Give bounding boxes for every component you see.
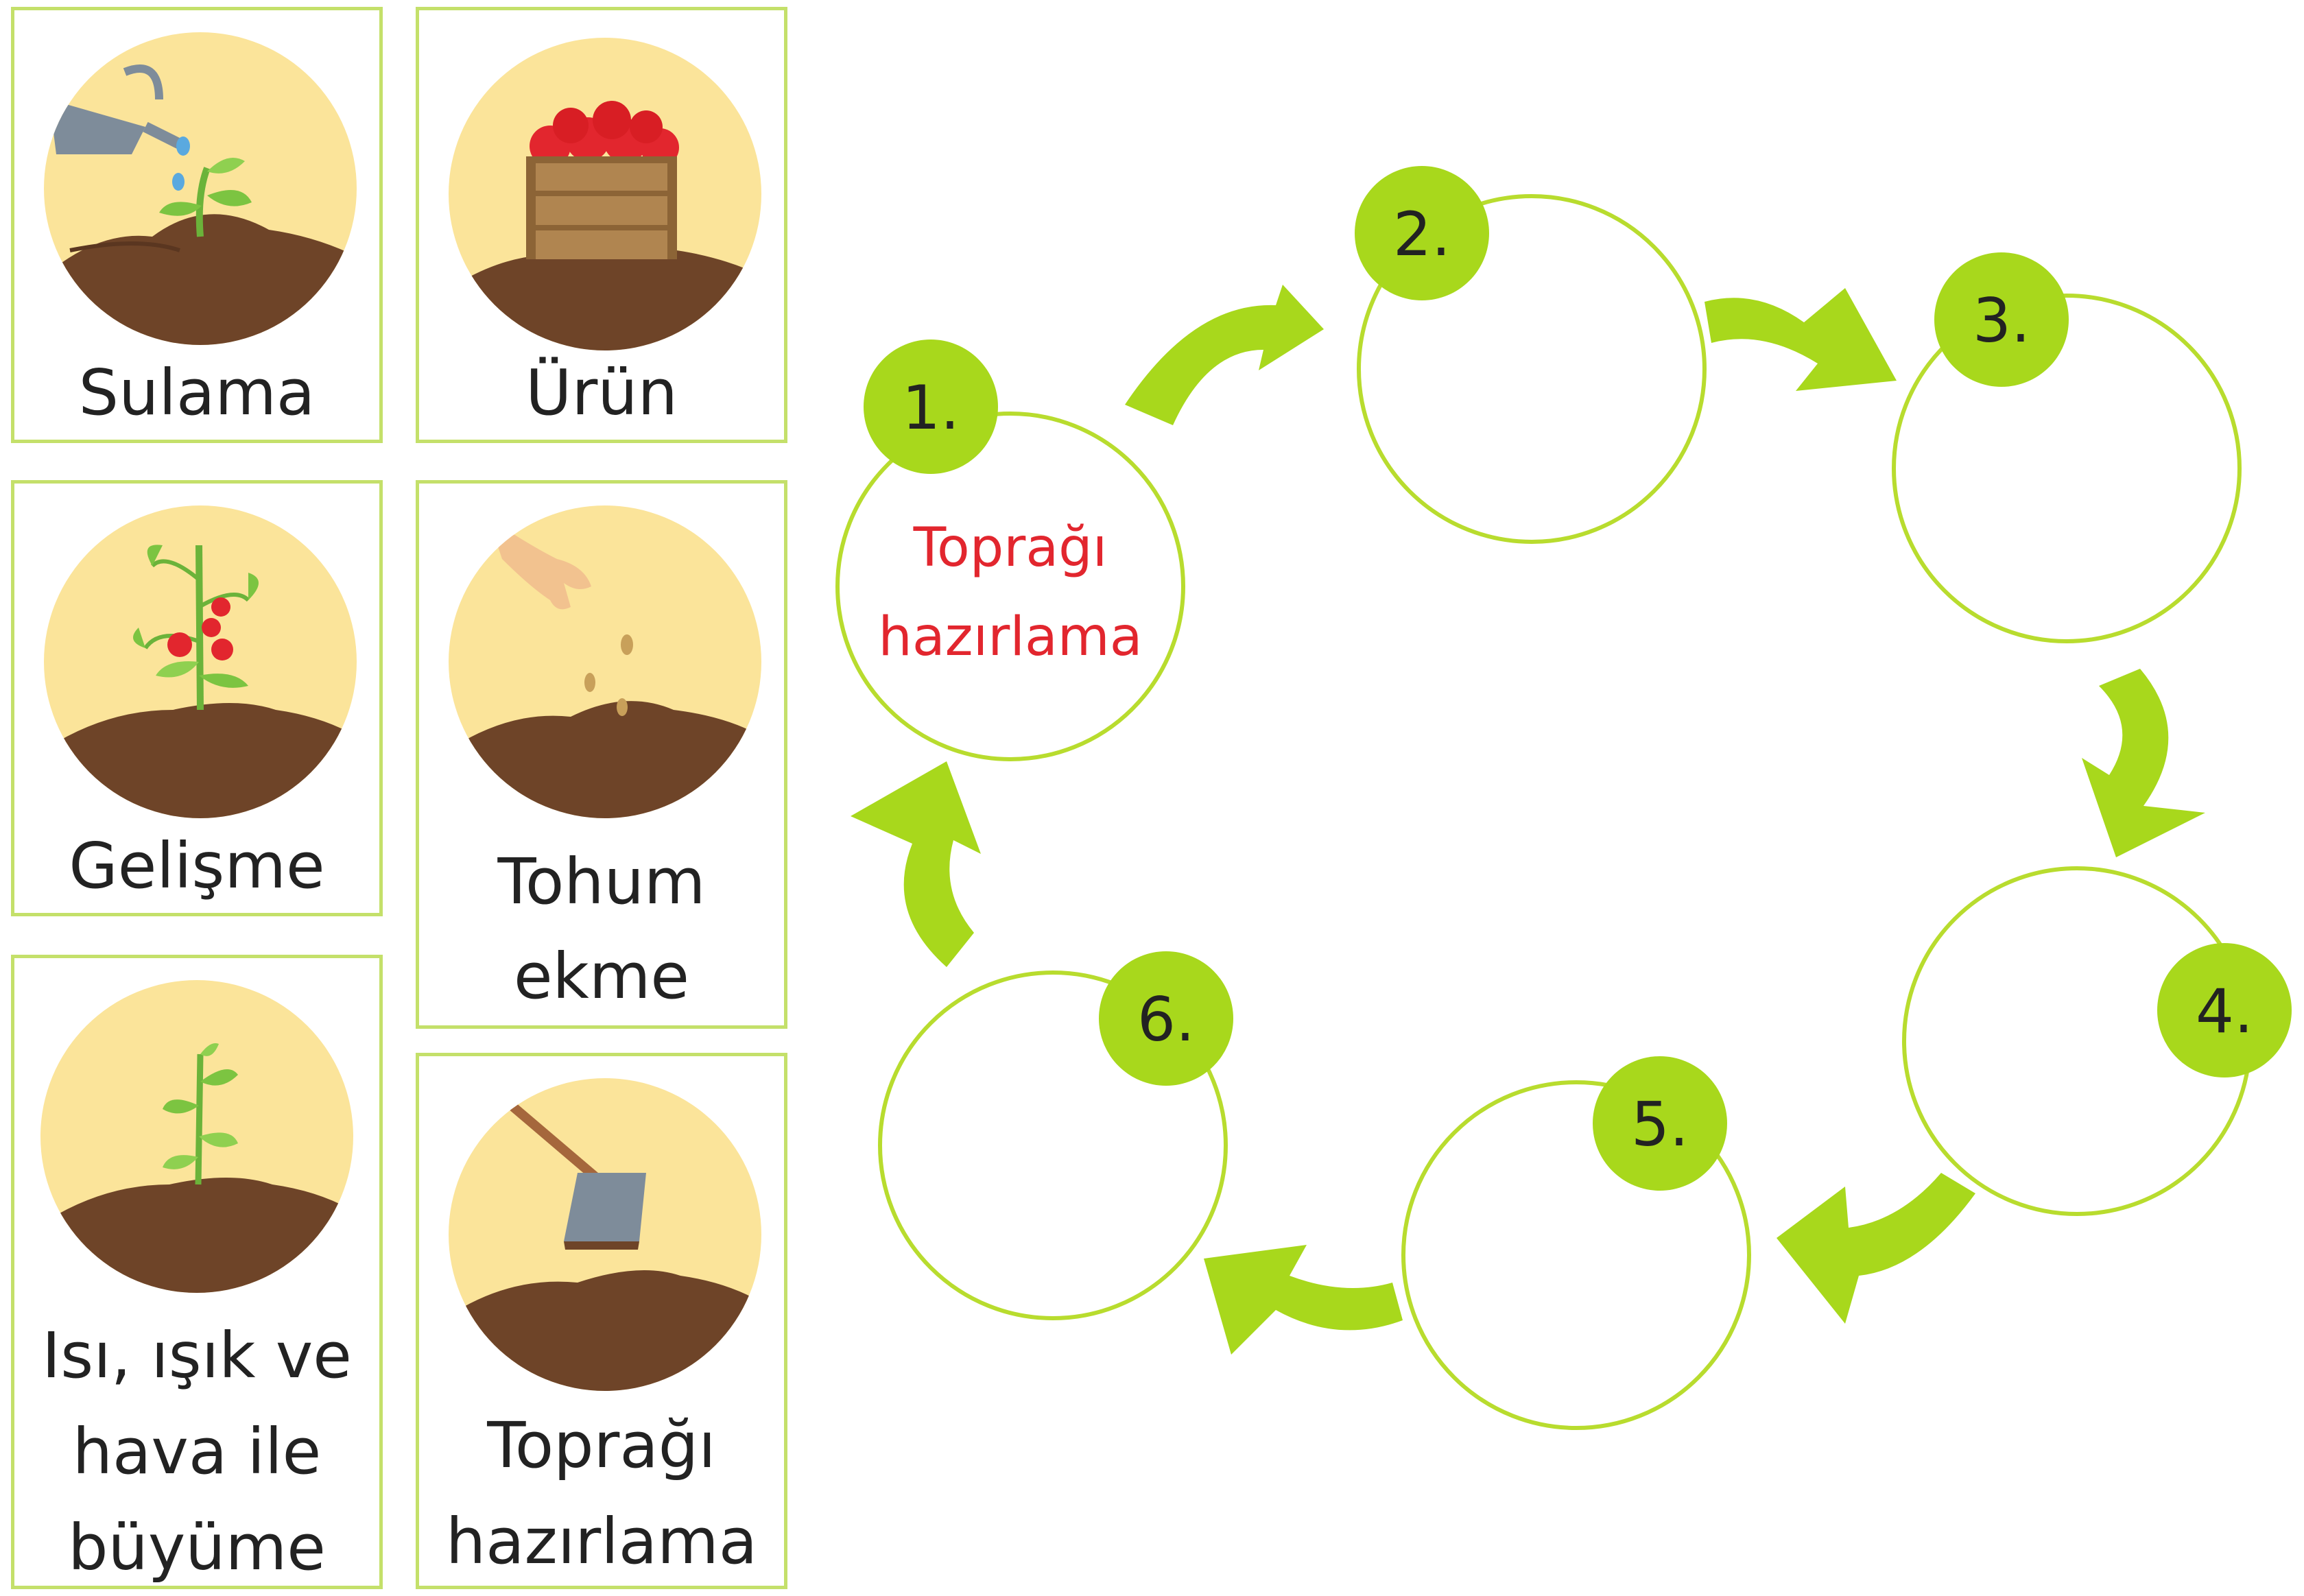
step-number-badge xyxy=(1099,951,1233,1086)
arrow-1-to-2 xyxy=(1125,285,1324,425)
card-sulama[interactable]: Sulama xyxy=(11,7,383,443)
card-label-line-2: hazırlama xyxy=(445,1505,758,1578)
cycle-step-1: 1. Toprağı hazırlama xyxy=(835,340,1185,761)
step-number-badge xyxy=(2157,943,2292,1077)
step-number: 3. xyxy=(1973,285,2030,356)
arrow-5-to-6 xyxy=(1204,1245,1403,1355)
seedling-icon xyxy=(40,980,353,1293)
card-label-line-2: hava ile xyxy=(72,1415,322,1488)
step-number-badge xyxy=(1934,252,2069,387)
arrow-4-to-5 xyxy=(1777,1173,1975,1324)
card-urun[interactable]: Ürün xyxy=(416,7,787,443)
card-buyume[interactable]: Isı, ışık ve hava ile büyüme xyxy=(11,955,383,1589)
card-topragi-hazirlama[interactable]: Toprağı hazırlama xyxy=(416,1053,787,1589)
tomato-plant-icon xyxy=(44,505,357,818)
card-label-line-3: büyüme xyxy=(68,1511,326,1584)
arrow-3-to-4 xyxy=(2082,669,2205,857)
step-number-badge xyxy=(864,340,998,474)
card-label-line-1: Isı, ışık ve xyxy=(42,1319,352,1392)
card-label: Sulama xyxy=(78,356,316,429)
step-number: 6. xyxy=(1137,984,1195,1055)
arrow-2-to-3 xyxy=(1705,288,1897,391)
step-text-line-2: hazırlama xyxy=(878,606,1142,668)
cycle-step-3[interactable]: 3. xyxy=(1892,252,2242,643)
card-label: Gelişme xyxy=(69,829,325,903)
step-number: 5. xyxy=(1631,1089,1689,1160)
hoe-soil-icon xyxy=(449,1078,761,1391)
tomato-crate-icon xyxy=(449,38,761,350)
card-label-line-2: ekme xyxy=(513,940,690,1013)
watering-can-sprout-icon xyxy=(44,32,357,345)
step-number: 1. xyxy=(902,372,960,443)
cycle-step-6[interactable]: 6. xyxy=(878,951,1233,1320)
hand-sowing-seeds-icon xyxy=(449,505,761,818)
step-text-line-1: Toprağı xyxy=(913,517,1108,579)
step-number-badge xyxy=(1593,1056,1727,1191)
arrow-6-to-1 xyxy=(851,761,981,967)
step-number: 2. xyxy=(1393,199,1451,270)
card-gelisme[interactable]: Gelişme xyxy=(11,480,383,916)
step-number: 4. xyxy=(2196,976,2253,1047)
cycle-step-5[interactable]: 5. xyxy=(1401,1056,1751,1430)
step-number-badge xyxy=(1355,166,1489,300)
card-label: Ürün xyxy=(525,356,678,429)
cycle-step-4[interactable]: 4. xyxy=(1902,866,2292,1216)
cycle-step-2[interactable]: 2. xyxy=(1355,166,1707,544)
card-label-line-1: Tohum xyxy=(497,845,706,918)
card-tohum-ekme[interactable]: Tohum ekme xyxy=(416,480,787,1029)
card-label-line-1: Toprağı xyxy=(487,1409,716,1482)
